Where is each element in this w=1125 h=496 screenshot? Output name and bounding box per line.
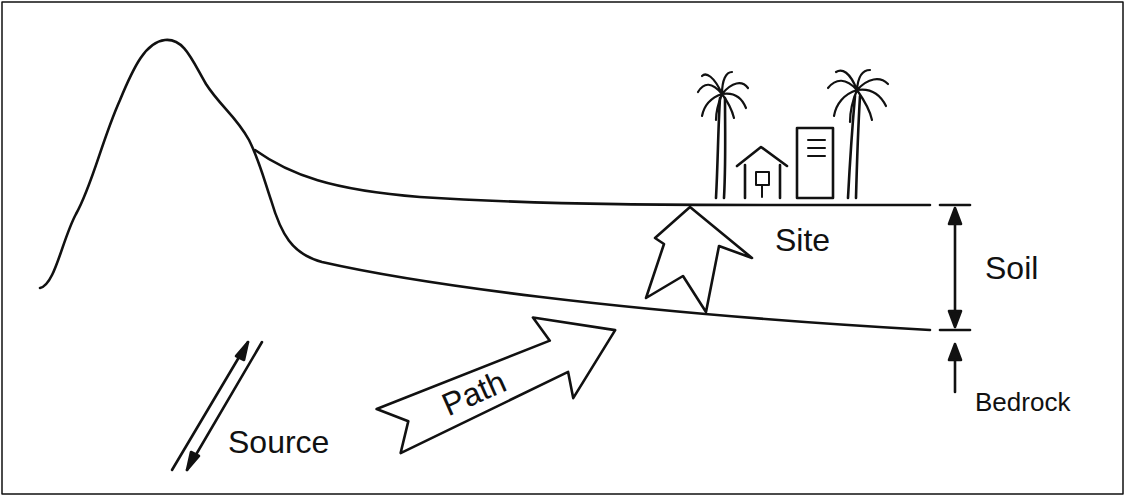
palm-trunk (724, 98, 725, 198)
dimension-arrowhead (949, 311, 961, 327)
soil-label: Soil (985, 250, 1038, 287)
arrow-shape (369, 289, 634, 473)
building-icon (797, 128, 833, 198)
source-label: Source (228, 424, 329, 461)
dimension-tick (940, 204, 970, 207)
palm-fronds (828, 70, 888, 122)
palm-tree (698, 72, 748, 198)
palm-fronds (698, 72, 748, 120)
bedrock-label: Bedrock (975, 388, 1070, 418)
house-door (761, 185, 763, 197)
building-outline (797, 128, 833, 198)
dimension-line (954, 212, 957, 323)
house-wall (744, 165, 747, 198)
site-arrow (646, 207, 752, 312)
house-window (756, 172, 769, 185)
site-label: Site (775, 222, 830, 259)
dimension-marker (940, 205, 970, 392)
building-window (808, 155, 825, 157)
palm-trunk (856, 96, 860, 198)
dimension-tick (940, 329, 970, 332)
fault-arrowhead (187, 452, 199, 470)
fault-arrowhead (236, 342, 248, 360)
dimension-arrowhead (949, 208, 961, 224)
house-wall (779, 165, 782, 198)
house-icon (737, 147, 787, 198)
path-arrow: Path (369, 289, 634, 473)
house-roof (737, 147, 787, 166)
mountain-outline (40, 40, 930, 330)
building-window (808, 139, 825, 141)
bedrock-arrowhead (949, 344, 961, 360)
building-window (808, 147, 825, 149)
palm-tree (828, 70, 888, 198)
